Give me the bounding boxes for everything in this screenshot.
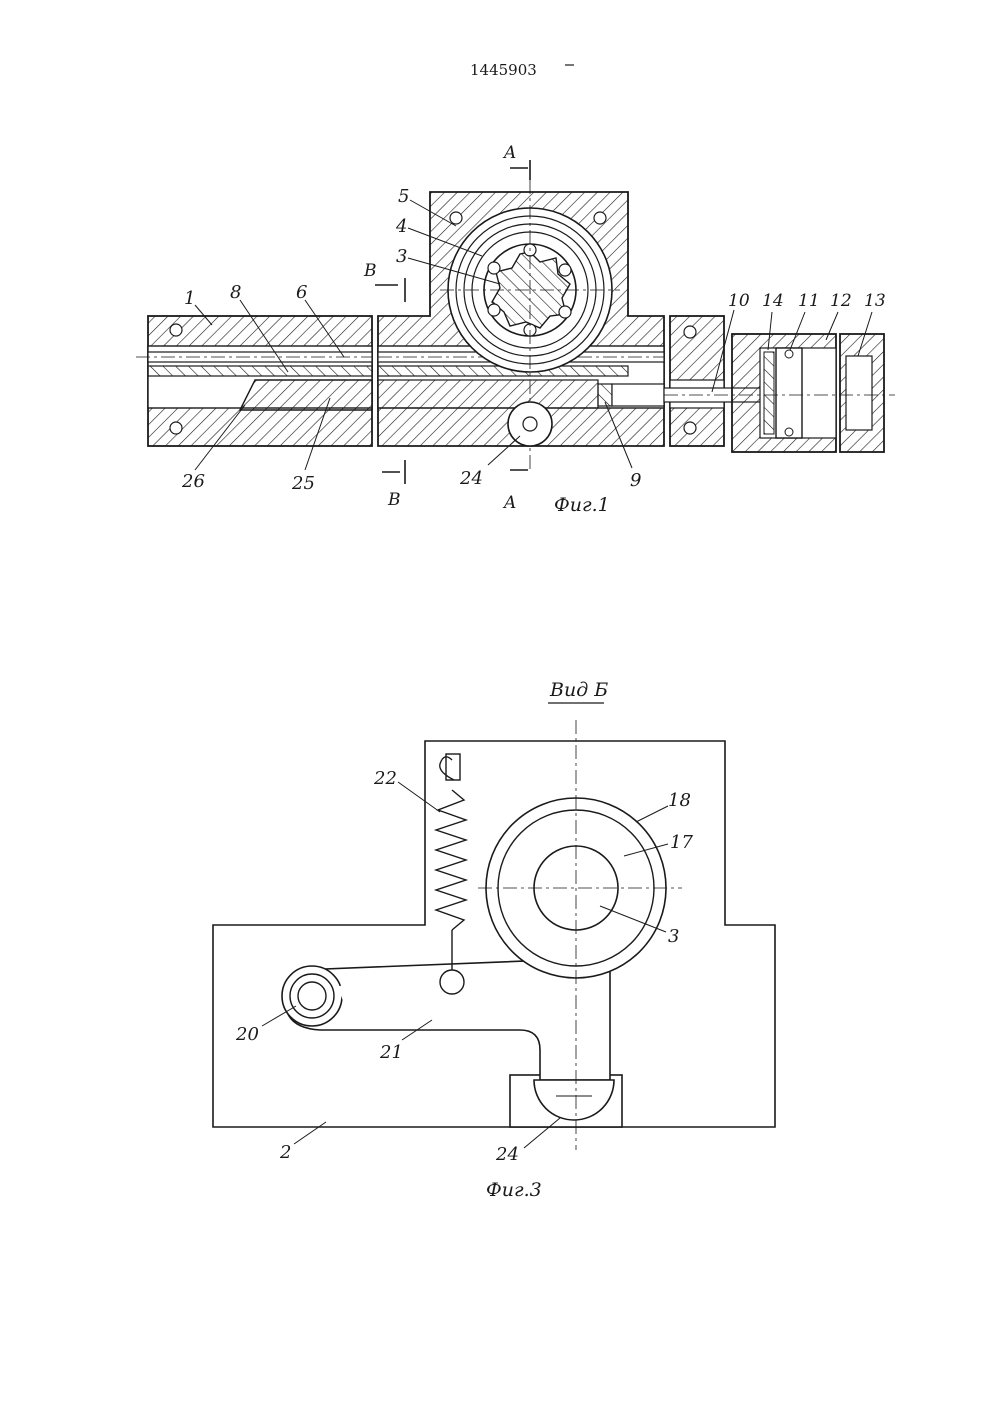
seal-ring-top: [785, 350, 793, 358]
label-8: 8: [230, 282, 241, 303]
piston-11: [776, 348, 802, 438]
label-14: 14: [762, 291, 784, 311]
label-f3-22: 22: [373, 768, 397, 789]
end-cap-recess: [846, 356, 872, 430]
pivot-20-pin: [298, 982, 326, 1010]
bolt-left-top: [170, 324, 182, 336]
bolt-tr: [594, 212, 606, 224]
fig3-caption: Фиг.3: [486, 1179, 542, 1201]
label-9: 9: [630, 470, 641, 491]
roller-2: [559, 264, 571, 276]
label-4: 4: [395, 216, 407, 237]
label-3: 3: [396, 246, 407, 267]
fig1-drawing: 1 8 6 5 4 3 10 14 11 12 13 26 25 24 9 A …: [136, 143, 895, 516]
roller-6: [488, 262, 500, 274]
label-26: 26: [181, 471, 205, 492]
label-5: 5: [398, 186, 409, 207]
label-f3-17: 17: [670, 832, 693, 853]
rod-8-left: [148, 366, 372, 376]
label-f3-24: 24: [495, 1144, 519, 1165]
bracket-bolt-top: [684, 326, 696, 338]
label-24: 24: [459, 468, 483, 489]
label-11: 11: [798, 291, 820, 311]
section-a-top-label: A: [502, 143, 516, 163]
label-13: 13: [864, 291, 886, 311]
fig3-drawing: Вид Б: [213, 679, 775, 1201]
label-f3-20: 20: [235, 1024, 259, 1045]
label-12: 12: [830, 291, 852, 311]
label-1: 1: [184, 288, 195, 309]
fig1-caption: Фиг.1: [554, 494, 610, 516]
label-25: 25: [291, 473, 315, 494]
patent-number: 1445903: [470, 61, 537, 79]
roller-3: [559, 306, 571, 318]
bracket-bolt-bottom: [684, 422, 696, 434]
section-b-top-label: B: [363, 261, 377, 281]
section-b-bottom-label: B: [387, 490, 401, 510]
label-f3-18: 18: [668, 790, 691, 811]
coupling: [612, 384, 664, 406]
bolt-left-bottom: [170, 422, 182, 434]
label-f3-3: 3: [668, 926, 679, 947]
rack-lower: [378, 380, 598, 408]
wedge-25: [240, 380, 372, 410]
roller-5: [488, 304, 500, 316]
roller-24-hub: [523, 417, 537, 431]
label-6: 6: [296, 282, 307, 303]
label-f3-21: 21: [379, 1042, 403, 1063]
bolt-tl: [450, 212, 462, 224]
seal-14: [764, 352, 774, 434]
seal-ring-bottom: [785, 428, 793, 436]
section-a-bottom-label: A: [502, 493, 516, 513]
label-f3-2: 2: [279, 1142, 291, 1163]
spring-pin-lower: [440, 970, 464, 994]
view-b-title: Вид Б: [549, 679, 608, 701]
label-10: 10: [728, 291, 750, 311]
